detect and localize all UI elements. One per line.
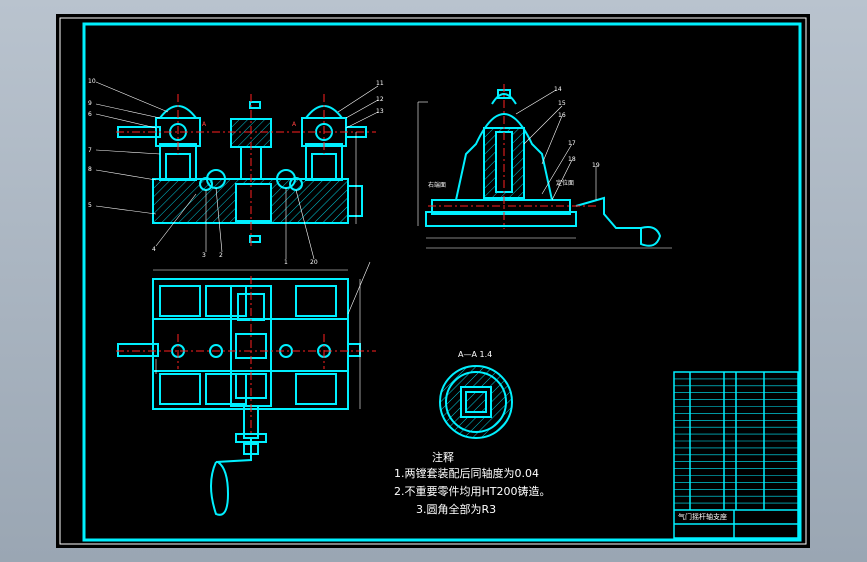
balloon-17: 17 [568, 140, 576, 147]
section-mark-a-left: A [202, 121, 207, 128]
side-label-right-face: 右端面 [428, 182, 447, 189]
section-mark-a-right: A [292, 121, 297, 128]
front-leaders [95, 81, 379, 260]
balloon-3: 3 [202, 252, 206, 259]
front-view [117, 101, 367, 243]
drawing-title: 气门摇杆轴支座 [678, 513, 727, 521]
balloon-10: 10 [88, 78, 96, 85]
section-label: A—A 1.4 [458, 350, 493, 359]
section-a-a [439, 365, 513, 439]
balloon-8: 8 [88, 166, 92, 173]
note-2: 2.不重要零件均用HT200铸造。 [394, 485, 551, 498]
balloon-19: 19 [592, 162, 600, 169]
balloon-6: 6 [88, 111, 92, 118]
balloon-9: 9 [88, 100, 92, 107]
side-label-locating-face: 定位面 [556, 180, 575, 187]
drawing-sheet: 10 9 6 7 8 5 4 3 2 1 20 11 12 13 14 15 1… [56, 14, 810, 548]
balloon-11: 11 [376, 80, 384, 87]
top-centerlines [116, 276, 376, 434]
outer-border [59, 17, 807, 545]
side-centerlines [428, 84, 596, 229]
title-block-rows [674, 378, 798, 504]
balloon-20: 20 [310, 259, 318, 266]
balloon-2: 2 [219, 252, 223, 259]
balloon-13: 13 [376, 108, 384, 115]
balloon-4: 4 [152, 246, 156, 253]
balloon-7: 7 [88, 147, 92, 154]
balloon-18: 18 [568, 156, 576, 163]
balloon-1: 1 [284, 259, 288, 266]
top-dimensions [153, 261, 371, 409]
side-leaders [417, 89, 672, 249]
note-3: 3.圆角全部为R3 [416, 503, 497, 516]
engineering-drawing [59, 17, 807, 545]
drawing-frame [82, 22, 802, 542]
balloon-16: 16 [558, 112, 566, 119]
balloon-12: 12 [376, 96, 384, 103]
notes-title: 注释 [432, 451, 454, 464]
top-view [117, 278, 361, 516]
side-view [425, 89, 662, 247]
balloon-5: 5 [88, 202, 92, 209]
front-centerlines [116, 94, 376, 249]
balloon-15: 15 [558, 100, 566, 107]
balloon-14: 14 [554, 86, 562, 93]
note-1: 1.两镗套装配后同轴度为0.04 [394, 467, 539, 480]
